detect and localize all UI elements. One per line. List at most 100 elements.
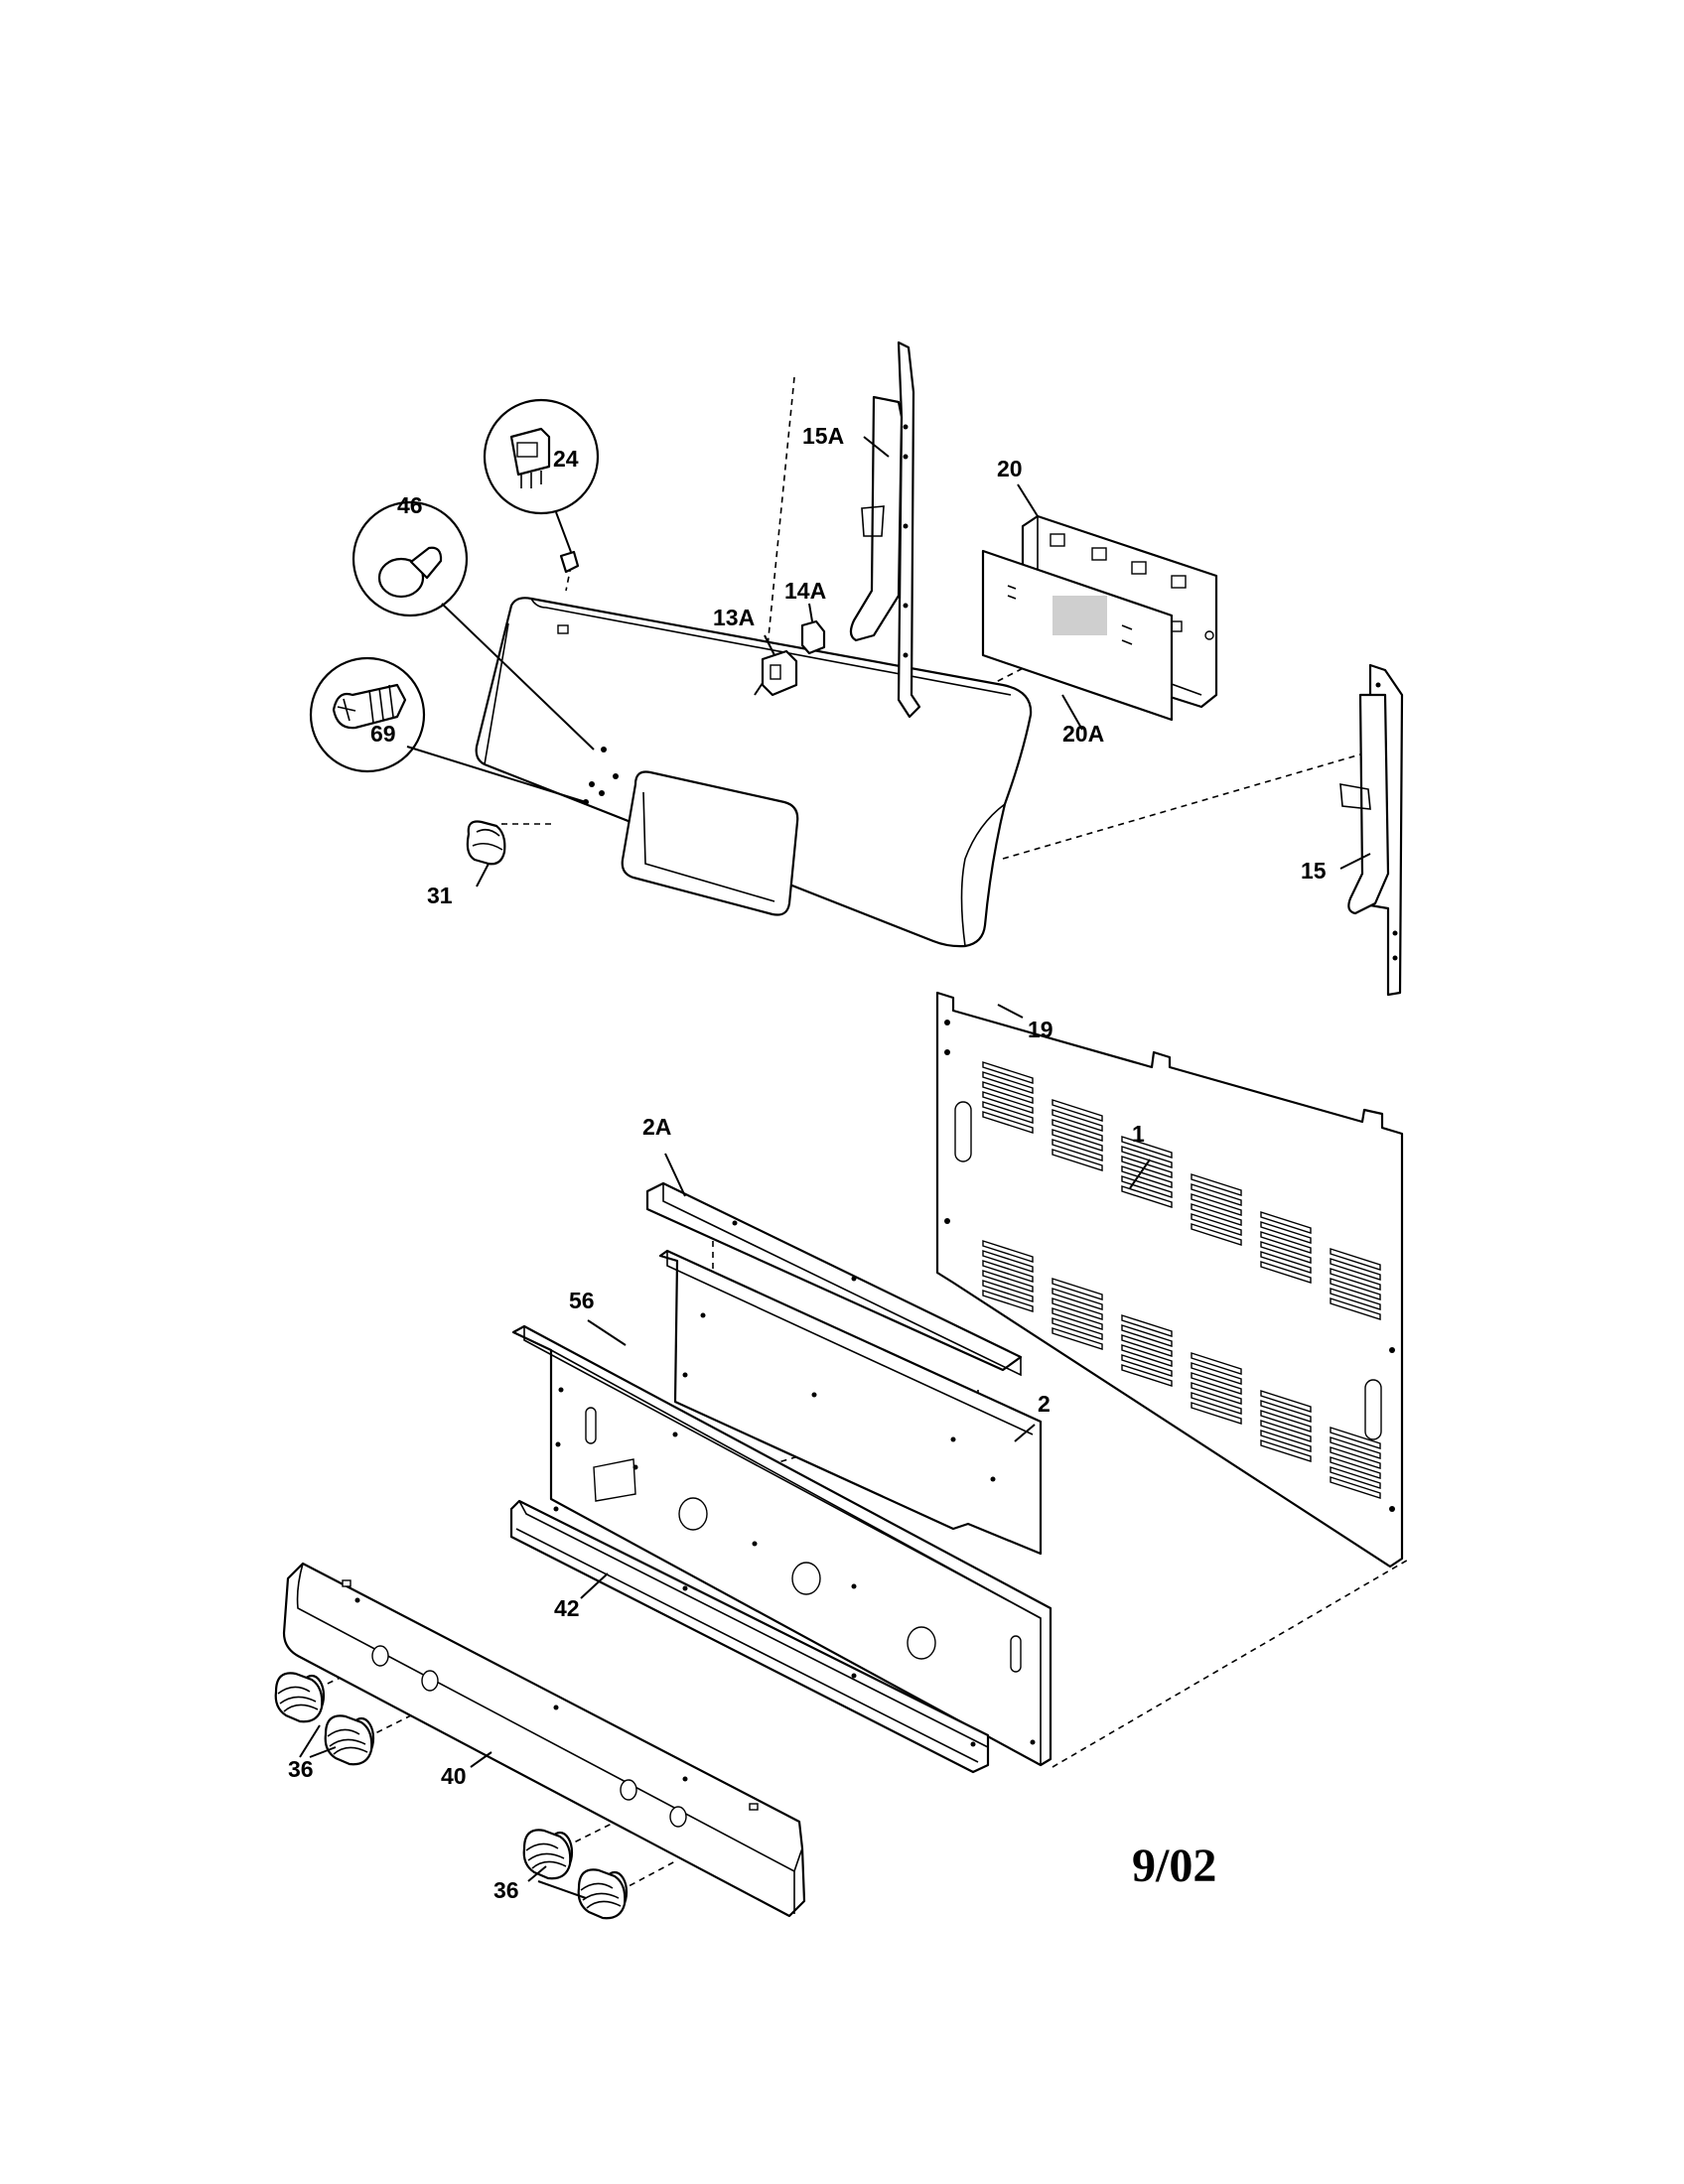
louver-slot [982,1290,1034,1312]
louver-slot [982,1061,1034,1084]
callout-24: 24 [553,446,579,472]
revision-date: 9/02 [1132,1840,1216,1892]
louver-slot [1330,1297,1381,1320]
louver-slot [982,1101,1034,1124]
louver-slot [1191,1382,1242,1405]
callout-36-right: 36 [493,1877,519,1903]
louver-slot [1052,1109,1103,1132]
callout-56: 56 [569,1288,595,1313]
callout-2: 2 [1038,1391,1051,1417]
louver-slot [1260,1430,1312,1452]
louver-slot [1052,1307,1103,1330]
leader-lines [299,436,1371,1899]
louver-slot [1052,1149,1103,1171]
rear-panel-part-1 [935,991,1404,1569]
switch-part-13A [754,634,798,697]
callout-20A: 20A [1062,721,1104,747]
louver-slot [1121,1185,1173,1208]
louver-slot [1330,1248,1381,1271]
louver-slot [1121,1314,1173,1337]
louver-slot [1191,1392,1242,1415]
overlay-part-20A [981,549,1174,722]
plug-button-part-46 [351,500,595,751]
louver-slot [1052,1288,1103,1310]
louver-slot [1121,1364,1173,1387]
panel-part-2 [658,1249,1043,1556]
screw-part-69 [309,656,587,803]
louver-slot [1191,1362,1242,1385]
louver-slot [1191,1173,1242,1196]
louver-slot [1191,1223,1242,1246]
louver-slot [1191,1213,1242,1236]
louver-slot [1052,1129,1103,1152]
louver-slot [1191,1203,1242,1226]
louver-slot [1260,1211,1312,1234]
louver-slot [1191,1402,1242,1425]
louver-slot [1121,1344,1173,1367]
louver-slot [1191,1183,1242,1206]
end-bracket-part-15 [1339,663,1404,997]
louver-slot [1330,1268,1381,1291]
louver-slot [1121,1146,1173,1168]
control-knob [577,1868,629,1920]
louver-slot [1260,1400,1312,1423]
callout-1: 1 [1132,1121,1145,1147]
callout-14A: 14A [784,578,826,604]
louver-slot [1052,1099,1103,1122]
louver-slot [1330,1278,1381,1300]
callout-46: 46 [397,492,423,518]
callout-31: 31 [427,883,453,908]
louver-slot [1260,1221,1312,1244]
strip-part-2A [645,1181,1023,1377]
louver-slot [982,1270,1034,1293]
louver-slot [1052,1327,1103,1350]
control-knob [274,1672,326,1723]
louver-slot [1260,1261,1312,1284]
louver-slot [1260,1390,1312,1413]
callout-15: 15 [1301,858,1327,884]
trim-part-42 [509,1499,990,1774]
louver-slot [1260,1410,1312,1433]
rocker-switch-part-24 [483,398,600,574]
louver-slot [1330,1258,1381,1281]
callout-69: 69 [370,721,396,747]
louver-slot [1121,1136,1173,1159]
louver-slot [1330,1466,1381,1489]
callout-13A: 13A [713,605,755,630]
control-knob [522,1829,574,1880]
louver-slot [1330,1427,1381,1449]
knobs-part-36 [274,1672,629,1920]
manifold-panel-part-40 [282,1562,806,1918]
louver-slot [1191,1372,1242,1395]
callout-20: 20 [997,456,1023,481]
louver-slot [1052,1278,1103,1300]
indicator-part-14A [800,603,826,655]
callout-15A: 15A [802,423,844,449]
louver-slot [982,1240,1034,1263]
vent-louvers [982,1061,1381,1499]
callout-19: 19 [1028,1017,1053,1042]
louver-slot [1330,1456,1381,1479]
louver-slot [1121,1334,1173,1357]
end-bracket-part-15A [849,341,921,719]
louver-slot [1052,1297,1103,1320]
knob-part-31 [466,820,506,866]
control-knob [324,1714,375,1766]
louver-slot [1191,1193,1242,1216]
louver-slot [1260,1420,1312,1442]
louver-slot [1260,1439,1312,1462]
bracket-part-56 [511,1324,1052,1767]
louver-slot [1121,1324,1173,1347]
callout-40: 40 [441,1763,467,1789]
louver-slot [1260,1231,1312,1254]
louver-slot [982,1280,1034,1302]
louver-slot [1191,1352,1242,1375]
louver-slot [1260,1251,1312,1274]
louver-slot [1330,1436,1381,1459]
louver-slot [982,1250,1034,1273]
callout-36-left: 36 [288,1756,314,1782]
louver-slot [982,1091,1034,1114]
louver-slot [1052,1119,1103,1142]
